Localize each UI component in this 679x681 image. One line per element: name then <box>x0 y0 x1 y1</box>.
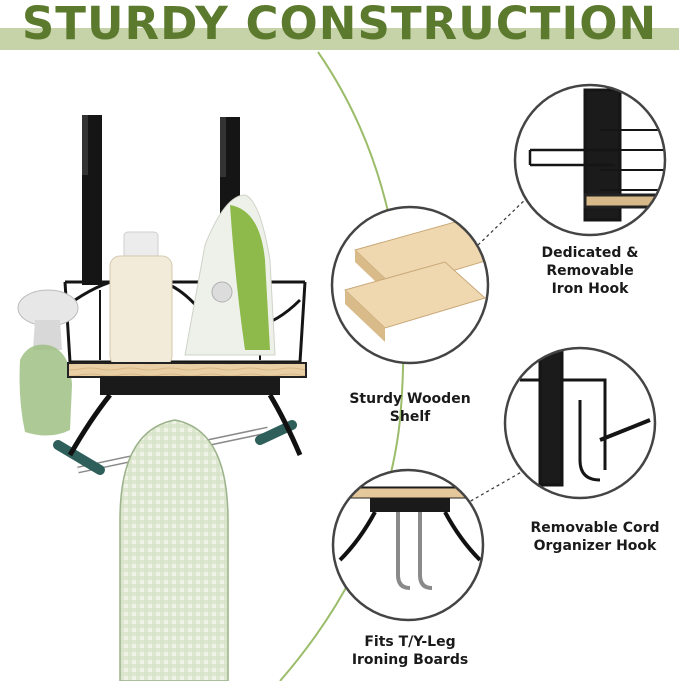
pointer-line <box>477 194 531 246</box>
steam-iron <box>184 194 276 356</box>
feature-label-iron-hook: Dedicated & Removable Iron Hook <box>541 245 639 297</box>
feature-label-wooden-shelf: Sturdy Wooden Shelf <box>349 391 471 425</box>
connector-curve <box>279 51 405 681</box>
detail-circle-board-hooks <box>331 468 485 622</box>
page-title: STURDY CONSTRUCTION <box>21 0 658 50</box>
detail-circle-cord-hook <box>503 346 657 500</box>
detail-circle-iron-hook <box>513 83 667 237</box>
conditioner-bottle <box>109 231 173 367</box>
feature-label-board-fit: Fits T/Y-Leg Ironing Boards <box>351 634 469 668</box>
feature-label-cord-hook: Removable Cord Organizer Hook <box>530 520 660 554</box>
ironing-board <box>53 419 297 681</box>
title-band <box>0 28 679 50</box>
detail-circle-wooden-shelf <box>330 205 490 365</box>
handheld-steamer <box>17 289 79 436</box>
wooden-shelf <box>67 362 307 457</box>
